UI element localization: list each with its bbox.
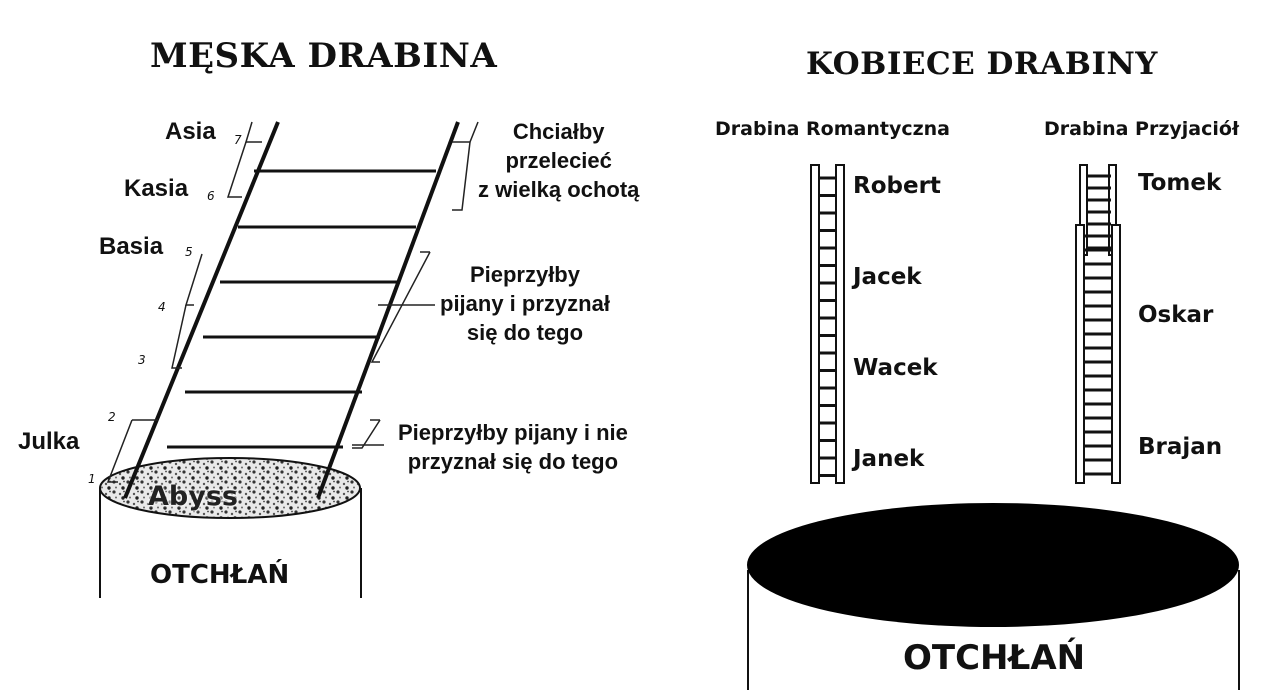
name-kasia: Kasia (124, 175, 189, 202)
male-ladder-left-rail (123, 121, 280, 499)
note-bottom: Pieprzyłby pijany i nie przyznał się do … (398, 420, 628, 474)
name-brajan: Brajan (1138, 434, 1223, 460)
rung-number-3: 3 (138, 353, 146, 367)
name-wacek: Wacek (853, 355, 938, 381)
right-pit (747, 503, 1240, 690)
male-ladder-right-rail (316, 121, 460, 499)
left-pit-label: OTCHŁAŃ (150, 560, 290, 590)
male-ladder (99, 121, 479, 598)
friends-ladder (1075, 164, 1121, 484)
male-ladder-title: MĘSKA DRABINA (150, 36, 498, 76)
female-ladders-title: KOBIECE DRABINY (806, 46, 1158, 82)
rung-number-4: 4 (158, 300, 166, 314)
friends-ladder-heading: Drabina Przyjaciół (1044, 118, 1239, 140)
rung-number-5: 5 (185, 245, 193, 259)
abyss-gravel (99, 457, 361, 519)
name-robert: Robert (853, 173, 941, 199)
male-ladder-rungs (167, 169, 436, 449)
romantic-ladder-heading: Drabina Romantyczna (715, 118, 951, 140)
name-tomek: Tomek (1138, 170, 1222, 196)
romantic-ladder (810, 164, 845, 484)
name-asia: Asia (165, 118, 216, 145)
rung-number-7: 7 (234, 133, 242, 147)
rung-number-2: 2 (108, 410, 116, 424)
rung-number-6: 6 (207, 189, 215, 203)
right-pit-label: OTCHŁAŃ (903, 638, 1086, 678)
left-pit-cylinder (99, 488, 362, 598)
name-jacek: Jacek (853, 264, 922, 290)
left-scale-brackets (106, 121, 262, 483)
abyss-label: Abyss (148, 481, 238, 512)
rung-number-1: 1 (88, 472, 96, 486)
name-janek: Janek (853, 446, 925, 472)
right-scale-brackets (352, 121, 479, 449)
note-top: Chciałby przelecieć z wielką ochotą (478, 119, 640, 202)
name-julka: Julka (18, 428, 80, 455)
name-basia: Basia (99, 233, 164, 260)
name-oskar: Oskar (1138, 302, 1214, 328)
note-middle: Pieprzyłby pijany i przyznał się do tego (440, 262, 610, 345)
